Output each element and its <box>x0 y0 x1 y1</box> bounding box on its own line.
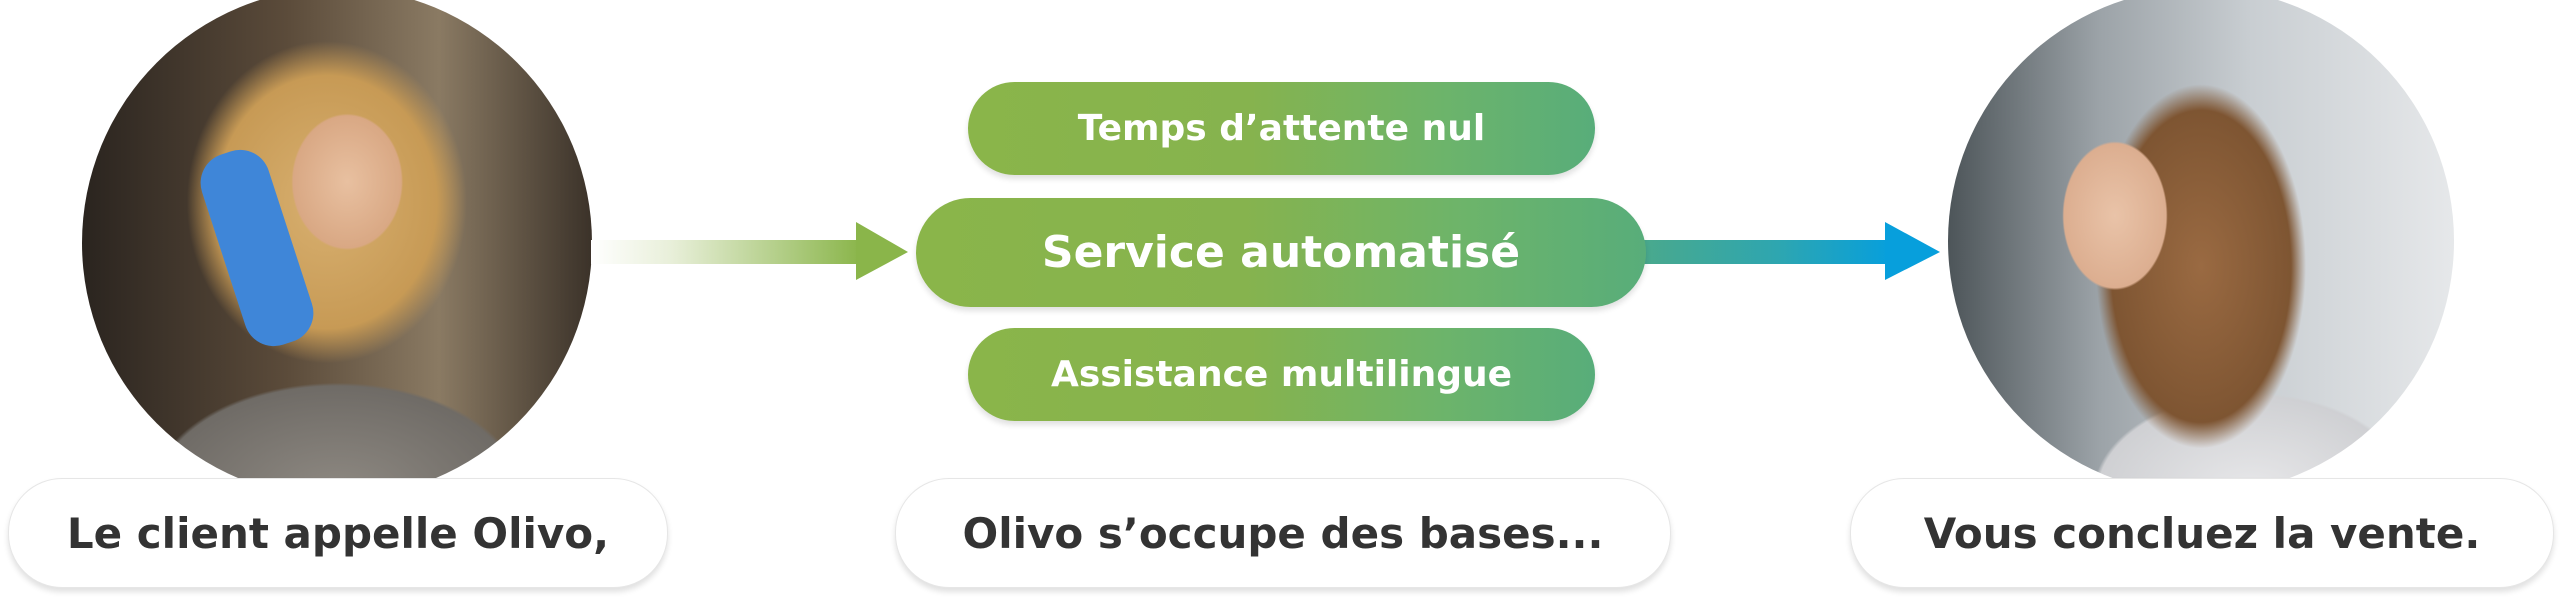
caption-text: Vous concluez la vente. <box>1923 508 2481 558</box>
arrow-center-to-right <box>1640 222 1940 280</box>
feature-label: Service automatisé <box>1041 227 1521 278</box>
feature-automated-service: Service automatisé <box>916 198 1646 307</box>
step-caption-olivo-handles: Olivo s’occupe des bases... <box>895 478 1671 588</box>
caption-text: Olivo s’occupe des bases... <box>962 508 1604 558</box>
step-caption-you-close: Vous concluez la vente. <box>1850 478 2554 588</box>
customer-on-phone-photo <box>82 0 592 498</box>
feature-label: Assistance multilingue <box>1050 354 1513 395</box>
phone-image <box>192 142 322 354</box>
feature-label: Temps d’attente nul <box>1077 108 1486 149</box>
caption-text: Le client appelle Olivo, <box>66 508 610 558</box>
arrow-left-to-center <box>591 222 908 280</box>
feature-multilingual-support: Assistance multilingue <box>968 328 1595 421</box>
feature-zero-wait-time: Temps d’attente nul <box>968 82 1595 175</box>
step-caption-client-calls: Le client appelle Olivo, <box>8 478 668 588</box>
agent-with-headset-photo <box>1948 0 2454 494</box>
